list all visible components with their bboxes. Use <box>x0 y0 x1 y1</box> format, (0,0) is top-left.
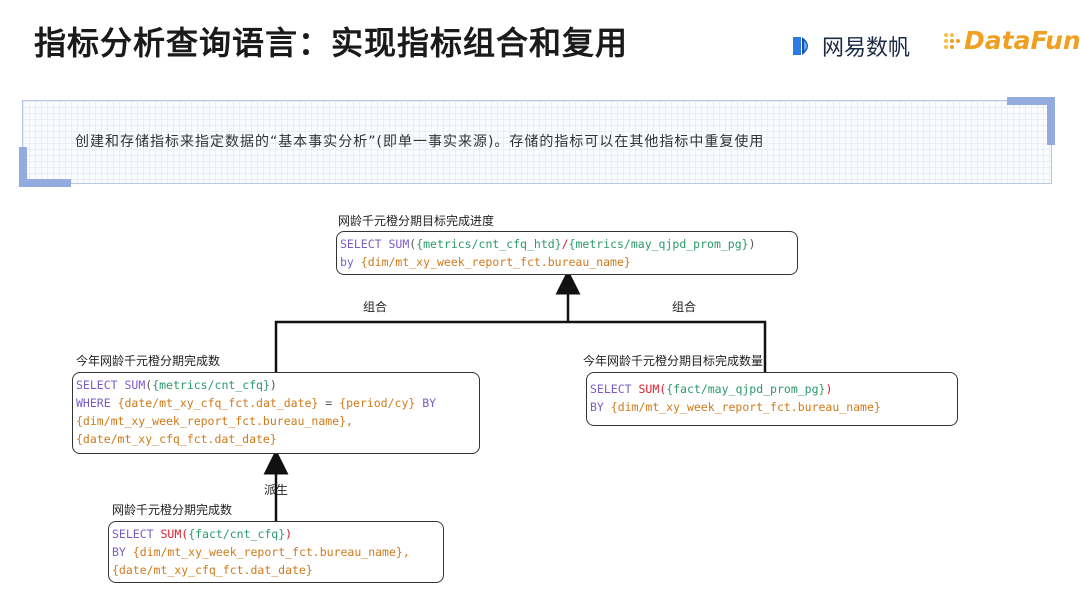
netease-shufan-logo: 网易数帆 <box>790 30 910 62</box>
combine-label-right: 组合 <box>672 300 697 314</box>
callout-text: 创建和存储指标来指定数据的“基本事实分析”(即单一事实来源)。存储的指标可以在其… <box>75 134 765 150</box>
derive-label: 派生 <box>264 483 289 497</box>
callout-corner-decoration <box>19 147 71 187</box>
combine-connector <box>274 320 767 372</box>
node-label-target-quantity: 今年网龄千元橙分期目标完成数量 <box>583 354 764 368</box>
code-block-target-quantity: SELECT SUM({fact/may_qjpd_prom_pg}) BY {… <box>586 372 958 426</box>
node-label-target-progress: 网龄千元橙分期目标完成进度 <box>338 214 495 228</box>
code-block-yearly-completed: SELECT SUM({metrics/cnt_cfq}) WHERE {dat… <box>72 372 480 454</box>
callout-corner-decoration <box>1007 97 1055 145</box>
code-line: by {dim/mt_xy_week_report_fct.bureau_nam… <box>340 255 631 269</box>
code-line: SELECT SUM({fact/may_qjpd_prom_pg}) <box>590 382 833 396</box>
definition-callout: 创建和存储指标来指定数据的“基本事实分析”(即单一事实来源)。存储的指标可以在其… <box>19 97 1055 187</box>
netease-shufan-text: 网易数帆 <box>822 36 911 61</box>
code-line: BY {dim/mt_xy_week_report_fct.bureau_nam… <box>590 400 881 414</box>
code-line: SELECT SUM({fact/cnt_cfq}) <box>112 527 293 541</box>
netease-shufan-icon <box>793 37 808 55</box>
node-label-yearly-completed: 今年网龄千元橙分期完成数 <box>76 354 221 368</box>
code-block-target-progress: SELECT SUM({metrics/cnt_cfq_htd}/{metric… <box>336 231 798 275</box>
code-line: SELECT SUM({metrics/cnt_cfq}) <box>76 378 277 392</box>
code-line: {date/mt_xy_cfq_fct.dat_date} <box>76 432 277 446</box>
combine-label-left: 组合 <box>363 300 388 314</box>
datafun-text: DataFun. <box>964 26 1080 55</box>
code-line: BY {dim/mt_xy_week_report_fct.bureau_nam… <box>112 545 410 559</box>
datafun-dots-icon <box>944 32 960 49</box>
code-line: SELECT SUM({metrics/cnt_cfq_htd}/{metric… <box>340 237 756 251</box>
code-block-completed: SELECT SUM({fact/cnt_cfq}) BY {dim/mt_xy… <box>108 521 444 583</box>
sum-function: SUM <box>388 237 410 251</box>
datafun-logo: DataFun. <box>942 26 1080 55</box>
code-line: {date/mt_xy_cfq_fct.dat_date} <box>112 563 313 577</box>
page-title: 指标分析查询语言：实现指标组合和复用 <box>34 24 629 62</box>
code-line: WHERE {date/mt_xy_cfq_fct.dat_date} = {p… <box>76 396 437 410</box>
code-line: {dim/mt_xy_week_report_fct.bureau_name}, <box>76 414 353 428</box>
node-label-completed: 网龄千元橙分期完成数 <box>112 503 233 517</box>
